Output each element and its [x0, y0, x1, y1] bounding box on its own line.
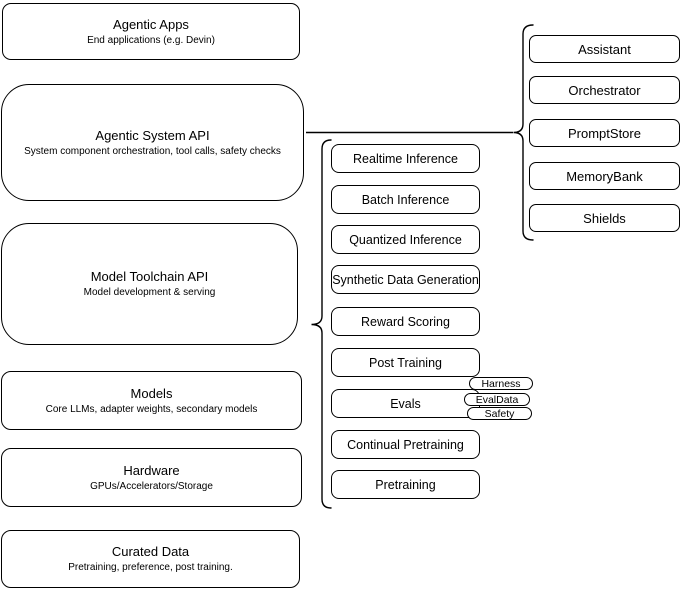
node-title: Models [130, 385, 173, 401]
node-batch-inference: Batch Inference [331, 185, 480, 214]
node-promptstore: PromptStore [529, 119, 680, 147]
node-title: Curated Data [111, 544, 190, 559]
node-title: Agentic System API [95, 127, 210, 143]
node-post-training: Post Training [331, 348, 480, 377]
node-realtime-inference: Realtime Inference [331, 144, 480, 173]
node-hardware: Hardware GPUs/Accelerators/Storage [1, 448, 302, 507]
node-memorybank: MemoryBank [529, 162, 680, 190]
brace-toolchain-components [311, 139, 332, 509]
node-title: Agentic Apps [113, 16, 189, 32]
node-subtitle: GPUs/Accelerators/Storage [90, 480, 213, 492]
node-eval-evaldata: EvalData [464, 393, 530, 406]
node-shields: Shields [529, 204, 680, 232]
node-agentic-system-api: Agentic System API System component orch… [1, 84, 304, 201]
node-subtitle: Pretraining, preference, post training. [68, 562, 233, 573]
node-curated-data: Curated Data Pretraining, preference, po… [1, 530, 300, 588]
node-model-toolchain-api: Model Toolchain API Model development & … [1, 223, 298, 345]
node-reward-scoring: Reward Scoring [331, 307, 480, 336]
node-title: Hardware [123, 462, 180, 478]
node-evals: Evals [331, 389, 480, 418]
node-synthetic-data-generation: Synthetic Data Generation [331, 265, 480, 294]
node-eval-safety: Safety [467, 407, 532, 420]
node-orchestrator: Orchestrator [529, 76, 680, 104]
node-eval-harness: Harness [469, 377, 533, 390]
node-subtitle: Core LLMs, adapter weights, secondary mo… [45, 403, 258, 415]
node-subtitle: End applications (e.g. Devin) [87, 34, 215, 46]
node-subtitle: System component orchestration, tool cal… [24, 145, 281, 157]
node-models: Models Core LLMs, adapter weights, secon… [1, 371, 302, 430]
node-pretraining: Pretraining [331, 470, 480, 499]
node-quantized-inference: Quantized Inference [331, 225, 480, 254]
node-assistant: Assistant [529, 35, 680, 63]
node-continual-pretraining: Continual Pretraining [331, 430, 480, 459]
node-title: Model Toolchain API [90, 269, 209, 284]
node-subtitle: Model development & serving [83, 287, 216, 298]
node-agentic-apps: Agentic Apps End applications (e.g. Devi… [2, 3, 300, 60]
